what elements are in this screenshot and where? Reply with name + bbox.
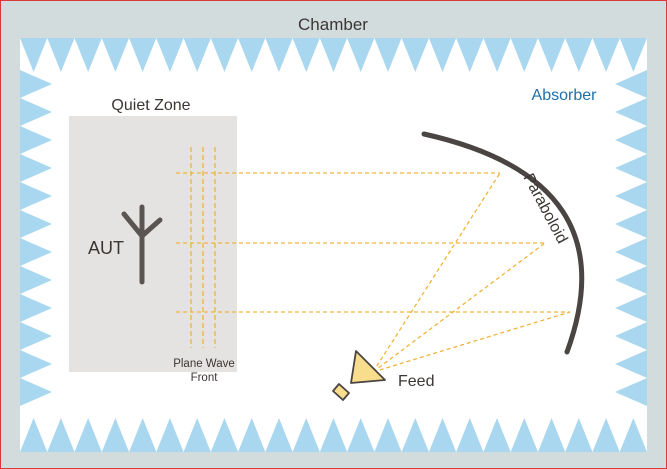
absorber-cone [347,38,375,72]
absorber-cone [20,266,52,294]
absorber-cone [238,418,266,452]
absorber-cone [483,38,511,72]
absorber-cone [20,418,48,452]
absorber-cone [615,154,647,182]
absorber-cone [615,98,647,126]
absorber-cone [20,126,52,154]
absorber-cone [129,38,157,72]
absorber-cone [20,38,48,72]
collimated-rays [176,172,570,313]
absorber-cone [456,418,484,452]
absorber-cone [510,38,538,72]
quiet-zone [69,116,237,372]
absorber-cone [20,378,52,406]
absorber-cone [615,322,647,350]
feed-ray [372,311,571,373]
absorber-cone [615,266,647,294]
absorber-cone [565,418,593,452]
absorber-cone [374,38,402,72]
absorber-cone [615,70,647,98]
absorber-cone [615,210,647,238]
absorber-cone [47,418,75,452]
absorber-cone [238,38,266,72]
absorber-cone [592,38,620,72]
absorber-cone [537,38,566,72]
absorber-cone [20,154,52,182]
absorber-cone [101,418,130,452]
absorber-cone [20,210,52,238]
absorber-cone [374,418,402,452]
absorber-cone [20,238,52,266]
absorber-cone [615,350,647,378]
absorber-cone [47,38,75,72]
absorber-cone [615,126,647,154]
absorber-cone [592,418,620,452]
paraboloid-reflector [421,131,585,355]
absorber-cone [183,418,211,452]
absorber-cone [292,38,320,72]
absorber-cone [156,38,184,72]
absorber-cone [20,294,52,322]
absorber-cone [510,418,538,452]
absorber-cone [401,38,429,72]
absorber-cone [615,294,647,322]
absorber-cone [101,38,130,72]
absorber-cone [319,418,348,452]
absorber-cone [619,418,647,452]
absorber-cone [456,38,484,72]
feed-ray [372,242,546,373]
absorber-cone [401,418,429,452]
absorber-cone [129,418,157,452]
absorber-cone [265,418,293,452]
absorber-cone [428,418,457,452]
plane-wave-label-line1: Plane Wave [173,358,235,370]
plane-wave-label-line2: Front [191,372,219,384]
absorber-cone [20,98,52,126]
absorber-cone [20,350,52,378]
absorber-cone [265,38,293,72]
feed-rays [372,172,571,373]
absorber-cone [74,418,102,452]
absorber-cone [20,322,52,350]
absorber-cone [20,182,52,210]
absorber-cone [619,38,647,72]
absorber-cone [319,38,348,72]
feed-ray [372,172,501,373]
absorber-left [20,70,52,406]
chamber-label: Chamber [298,15,368,34]
aut-antenna-icon [121,204,163,285]
absorber-cone [210,38,239,72]
absorber-top [20,38,647,72]
quiet-zone-label: Quiet Zone [111,97,190,114]
absorber-bottom [20,418,647,452]
feed-horn-icon [332,350,386,401]
aut-label: AUT [88,238,124,258]
absorber-cone [615,182,647,210]
absorber-cone [615,378,647,406]
absorber-label: Absorber [532,87,598,104]
absorber-cone [347,418,375,452]
absorber-cone [210,418,239,452]
absorber-cone [292,418,320,452]
absorber-cone [428,38,457,72]
absorber-cone [183,38,211,72]
absorber-cone [565,38,593,72]
absorber-cone [156,418,184,452]
absorber-right [615,70,647,406]
plane-wave-front [190,147,216,348]
feed-label: Feed [398,373,434,390]
absorber-cone [537,418,566,452]
absorber-cone [74,38,102,72]
absorber-cone [615,238,647,266]
absorber-cone [20,70,52,98]
absorber-cone [483,418,511,452]
